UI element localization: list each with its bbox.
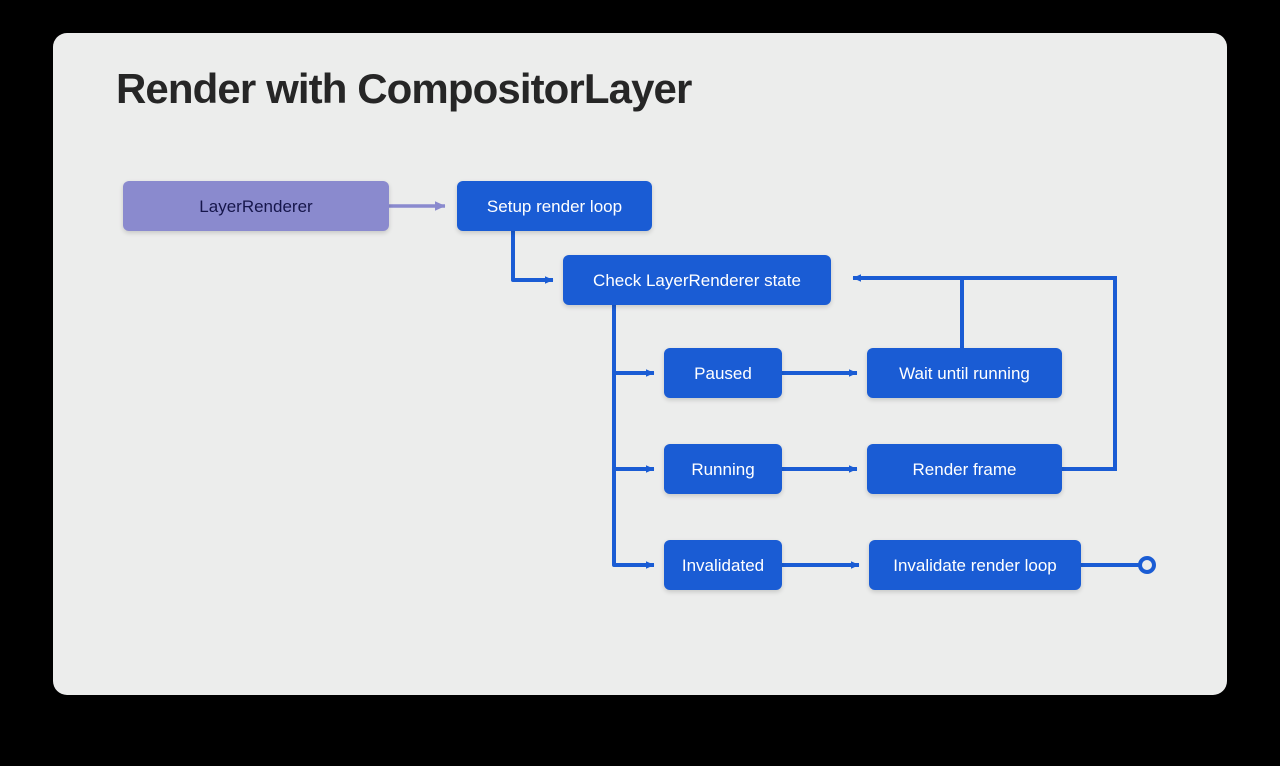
node-paused[interactable]: Paused — [664, 348, 782, 398]
node-label: Invalidated — [681, 555, 765, 575]
end-terminal-circle-icon — [1138, 556, 1156, 574]
node-label: Invalidate render loop — [893, 555, 1057, 575]
node-label: Setup render loop — [486, 196, 623, 216]
node-label: Paused — [694, 363, 752, 383]
node-check-layerrenderer-state[interactable]: Check LayerRenderer state — [563, 255, 831, 305]
edge-setup-to-check — [511, 231, 554, 284]
node-invalidated[interactable]: Invalidated — [664, 540, 782, 590]
node-wait-until-running[interactable]: Wait until running — [867, 348, 1062, 398]
slide-canvas: Render with CompositorLayer — [53, 33, 1227, 695]
node-setup-render-loop[interactable]: Setup render loop — [457, 181, 652, 231]
node-layer-renderer[interactable]: LayerRenderer — [123, 181, 389, 231]
edge-wait-back-to-check — [852, 274, 964, 348]
node-label: LayerRenderer — [199, 196, 313, 216]
node-label: Render frame — [912, 459, 1017, 479]
node-label: Wait until running — [899, 363, 1030, 383]
node-invalidate-render-loop[interactable]: Invalidate render loop — [869, 540, 1081, 590]
node-label: Running — [691, 459, 755, 479]
edge-check-trunk — [612, 305, 655, 569]
node-render-frame[interactable]: Render frame — [867, 444, 1062, 494]
page-title: Render with CompositorLayer — [116, 65, 692, 112]
node-label: Check LayerRenderer state — [593, 270, 801, 290]
flowchart-diagram: LayerRenderer Setup render loop Check La… — [53, 33, 1227, 695]
node-running[interactable]: Running — [664, 444, 782, 494]
